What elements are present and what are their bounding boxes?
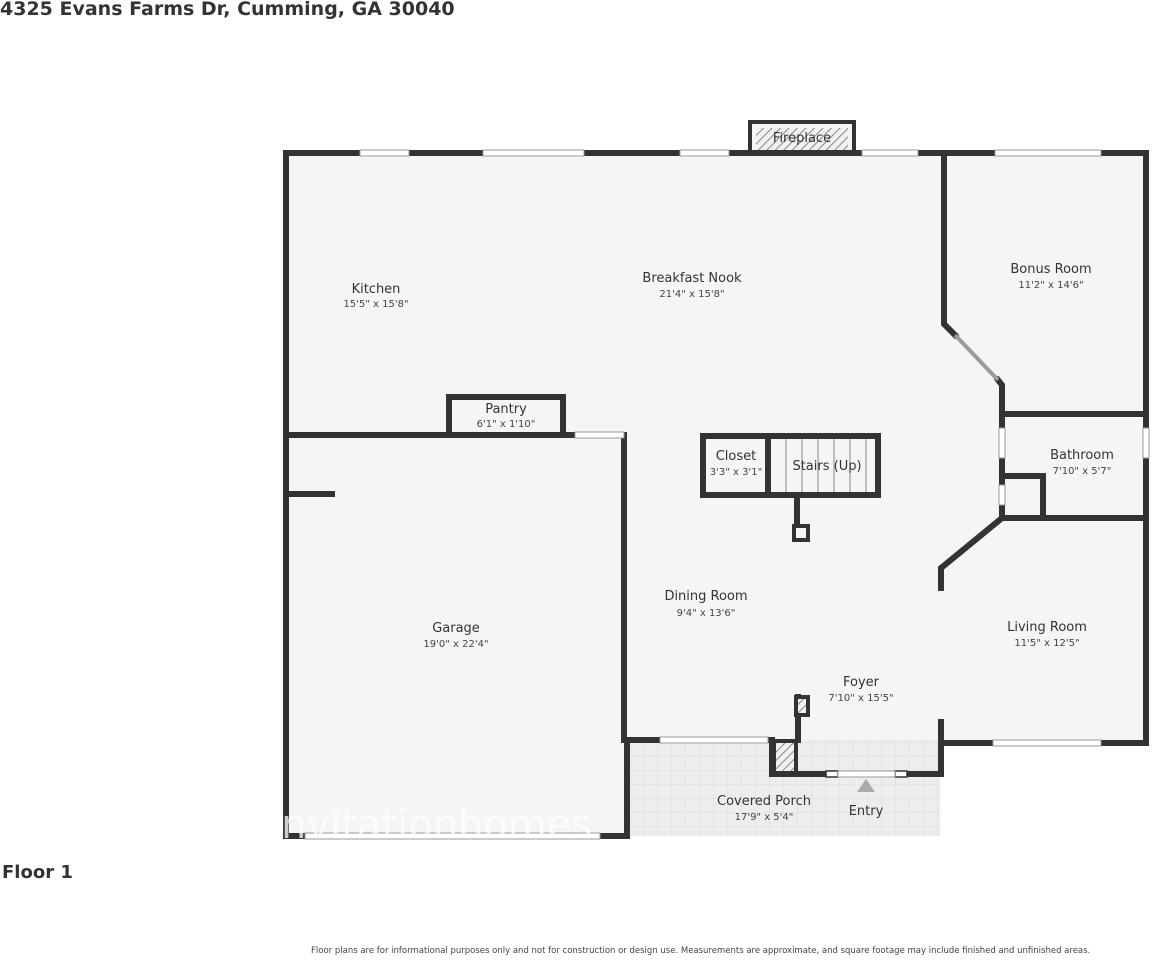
property-address: 4325 Evans Farms Dr, Cumming, GA 30040	[0, 0, 455, 20]
covered-porch-dims: 17'9" x 5'4"	[735, 812, 794, 823]
breakfast-nook-name: Breakfast Nook	[642, 271, 742, 286]
foyer-pillar	[794, 695, 810, 717]
dining-room-dims: 9'4" x 13'6"	[677, 608, 736, 619]
bonus-room-dims: 11'2" x 14'6"	[1018, 280, 1083, 291]
windows	[304, 149, 1150, 840]
garage-name: Garage	[432, 621, 480, 636]
floor-label: Floor 1	[2, 862, 73, 883]
bathroom-dims: 7'10" x 5'7"	[1053, 466, 1112, 477]
bonus-room-name: Bonus Room	[1010, 262, 1091, 277]
breakfast-nook-dims: 21'4" x 15'8"	[659, 289, 724, 300]
bonus-room-door	[953, 333, 1000, 382]
dining-room-name: Dining Room	[664, 589, 747, 604]
kitchen-name: Kitchen	[352, 282, 401, 297]
foyer-name: Foyer	[843, 675, 880, 690]
pantry-dims: 6'1" x 1'10"	[477, 419, 536, 430]
covered-porch-name: Covered Porch	[717, 794, 811, 809]
living-room-name: Living Room	[1007, 620, 1087, 635]
closet-dims: 3'3" x 3'1"	[710, 467, 762, 478]
porch-column	[772, 739, 798, 775]
disclaimer: Floor plans are for informational purpos…	[311, 946, 1091, 956]
kitchen-dims: 15'5" x 15'8"	[343, 299, 408, 310]
stair-treads	[785, 439, 867, 492]
entry-name: Entry	[849, 804, 884, 819]
stairs-name: Stairs (Up)	[792, 459, 861, 474]
closet-name: Closet	[716, 449, 757, 464]
watermark: invitationhomes	[270, 802, 592, 848]
pantry-name: Pantry	[485, 402, 527, 417]
foyer-dims: 7'10" x 15'5"	[828, 693, 893, 704]
living-room-dims: 11'5" x 12'5"	[1014, 638, 1079, 649]
bathroom-name: Bathroom	[1050, 448, 1114, 463]
stair-pillar	[792, 524, 810, 542]
garage-dims: 19'0" x 22'4"	[423, 639, 488, 650]
walls	[283, 150, 1149, 839]
entry-door	[825, 770, 908, 792]
fireplace-name: Fireplace	[773, 131, 831, 146]
